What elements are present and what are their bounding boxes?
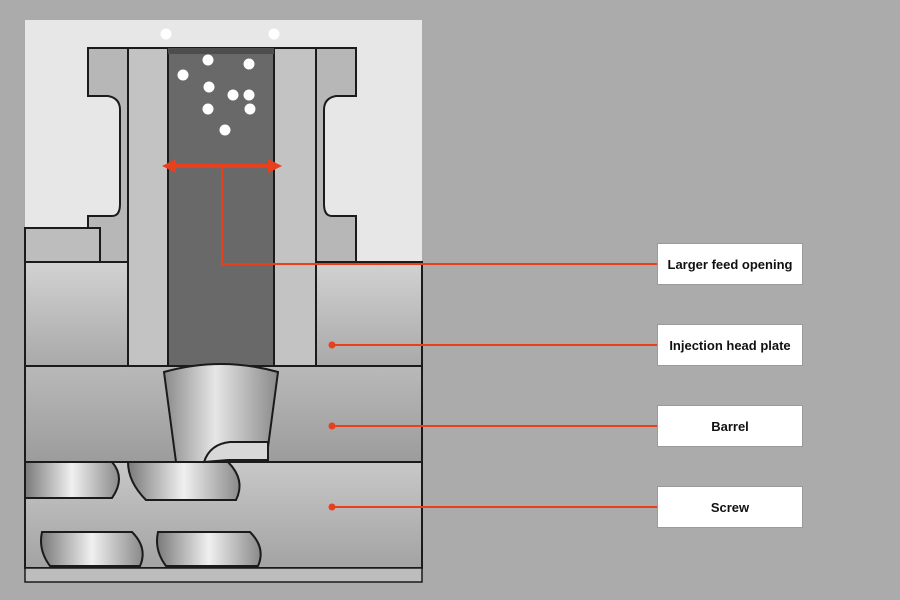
leader-feed-opening	[221, 166, 657, 265]
pellet	[160, 28, 172, 40]
left-bracket	[87, 47, 129, 263]
leader-dots	[328, 341, 336, 511]
pellet	[177, 69, 189, 81]
screw-flight	[40, 531, 144, 567]
leader-dot	[328, 503, 336, 511]
pellet	[202, 103, 214, 115]
pellet	[244, 103, 256, 115]
callout-head-plate-text: Injection head plate	[669, 337, 791, 353]
callout-feed-opening: Larger feed opening	[657, 243, 803, 285]
pellet	[243, 89, 255, 101]
screw-flight	[24, 461, 120, 499]
callout-screw-text: Screw	[710, 499, 750, 515]
screw-flight	[126, 461, 241, 501]
callout-feed-opening-text: Larger feed opening	[667, 256, 793, 272]
pellet	[202, 54, 214, 66]
left-stub	[24, 227, 101, 263]
feed-throat	[162, 363, 280, 463]
leader-lines	[221, 166, 657, 508]
pellets	[160, 28, 280, 136]
pellet	[268, 28, 280, 40]
screw-flight	[156, 531, 262, 567]
pellet	[243, 58, 255, 70]
pellet	[203, 81, 215, 93]
right-bracket	[315, 47, 357, 263]
pellet	[227, 89, 239, 101]
screw-flight	[202, 441, 269, 464]
callout-head-plate: Injection head plate	[657, 324, 803, 366]
callout-barrel-text: Barrel	[711, 418, 749, 434]
callout-screw: Screw	[657, 486, 803, 528]
callout-barrel: Barrel	[657, 405, 803, 447]
pellet	[219, 124, 231, 136]
leader-dot	[328, 422, 336, 430]
leader-dot	[328, 341, 336, 349]
